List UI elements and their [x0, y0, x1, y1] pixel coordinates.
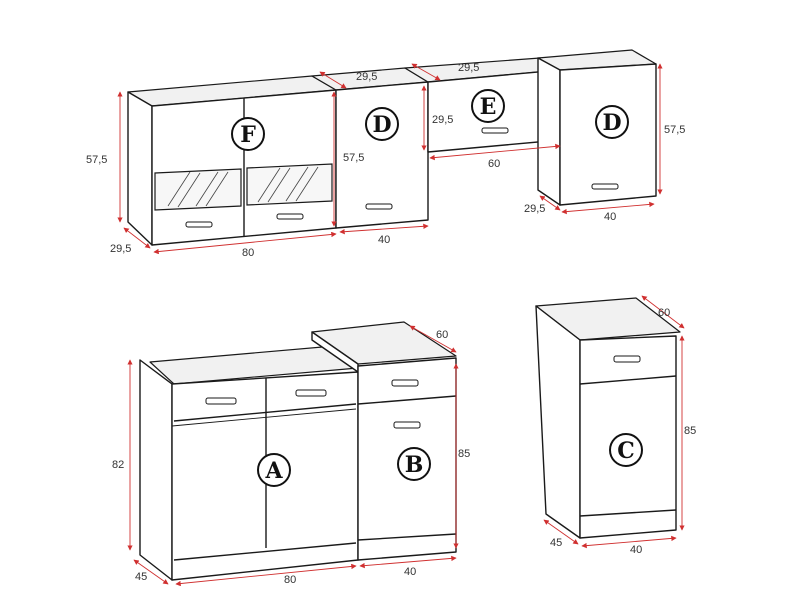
- label-c: C: [617, 438, 635, 464]
- badge-d-right: D: [595, 105, 629, 139]
- label-b: B: [405, 452, 424, 478]
- lower-dimensions: [127, 295, 685, 587]
- dim-e-width: 60: [488, 158, 500, 170]
- dim-c-side: 45: [550, 537, 562, 549]
- label-d-left: D: [372, 112, 391, 138]
- dim-d2-depth: 29,5: [524, 203, 545, 215]
- badge-d-left: D: [365, 107, 399, 141]
- dim-c-height: 85: [684, 425, 696, 437]
- badge-c: C: [609, 433, 643, 467]
- dim-f-width: 80: [242, 247, 254, 259]
- badge-a: A: [257, 453, 291, 487]
- dim-f-height: 57,5: [86, 154, 107, 166]
- cabinet-c: [535, 297, 681, 539]
- dim-e-height: 29,5: [432, 114, 453, 126]
- dim-e-depth: 29,5: [458, 62, 479, 74]
- label-d-right: D: [602, 110, 621, 136]
- dim-d1-width: 40: [378, 234, 390, 246]
- dim-f-depth: 29,5: [110, 243, 131, 255]
- cabinet-a: [139, 345, 359, 581]
- badge-e: E: [471, 89, 505, 123]
- badge-f: F: [231, 117, 265, 151]
- dim-c-width: 40: [630, 544, 642, 556]
- dim-d2-height: 57,5: [664, 124, 685, 136]
- dim-a-width: 80: [284, 574, 296, 586]
- dim-b-depth: 60: [436, 329, 448, 341]
- dim-d1-depth: 29,5: [356, 71, 377, 83]
- dim-d1-height: 57,5: [343, 152, 364, 164]
- label-a: A: [264, 458, 283, 484]
- dim-a-height: 82: [112, 459, 124, 471]
- label-f: F: [240, 122, 256, 148]
- cabinet-f: [127, 75, 337, 246]
- dim-a-depth: 45: [135, 571, 147, 583]
- dim-c-depth: 60: [658, 307, 670, 319]
- badge-b: B: [397, 447, 431, 481]
- label-e: E: [480, 94, 497, 120]
- upper-dimensions: [117, 63, 663, 255]
- dim-b-height: 85: [458, 448, 470, 460]
- cabinet-d-left: [311, 67, 429, 229]
- dim-b-width: 40: [404, 566, 416, 578]
- dim-d2-width: 40: [604, 211, 616, 223]
